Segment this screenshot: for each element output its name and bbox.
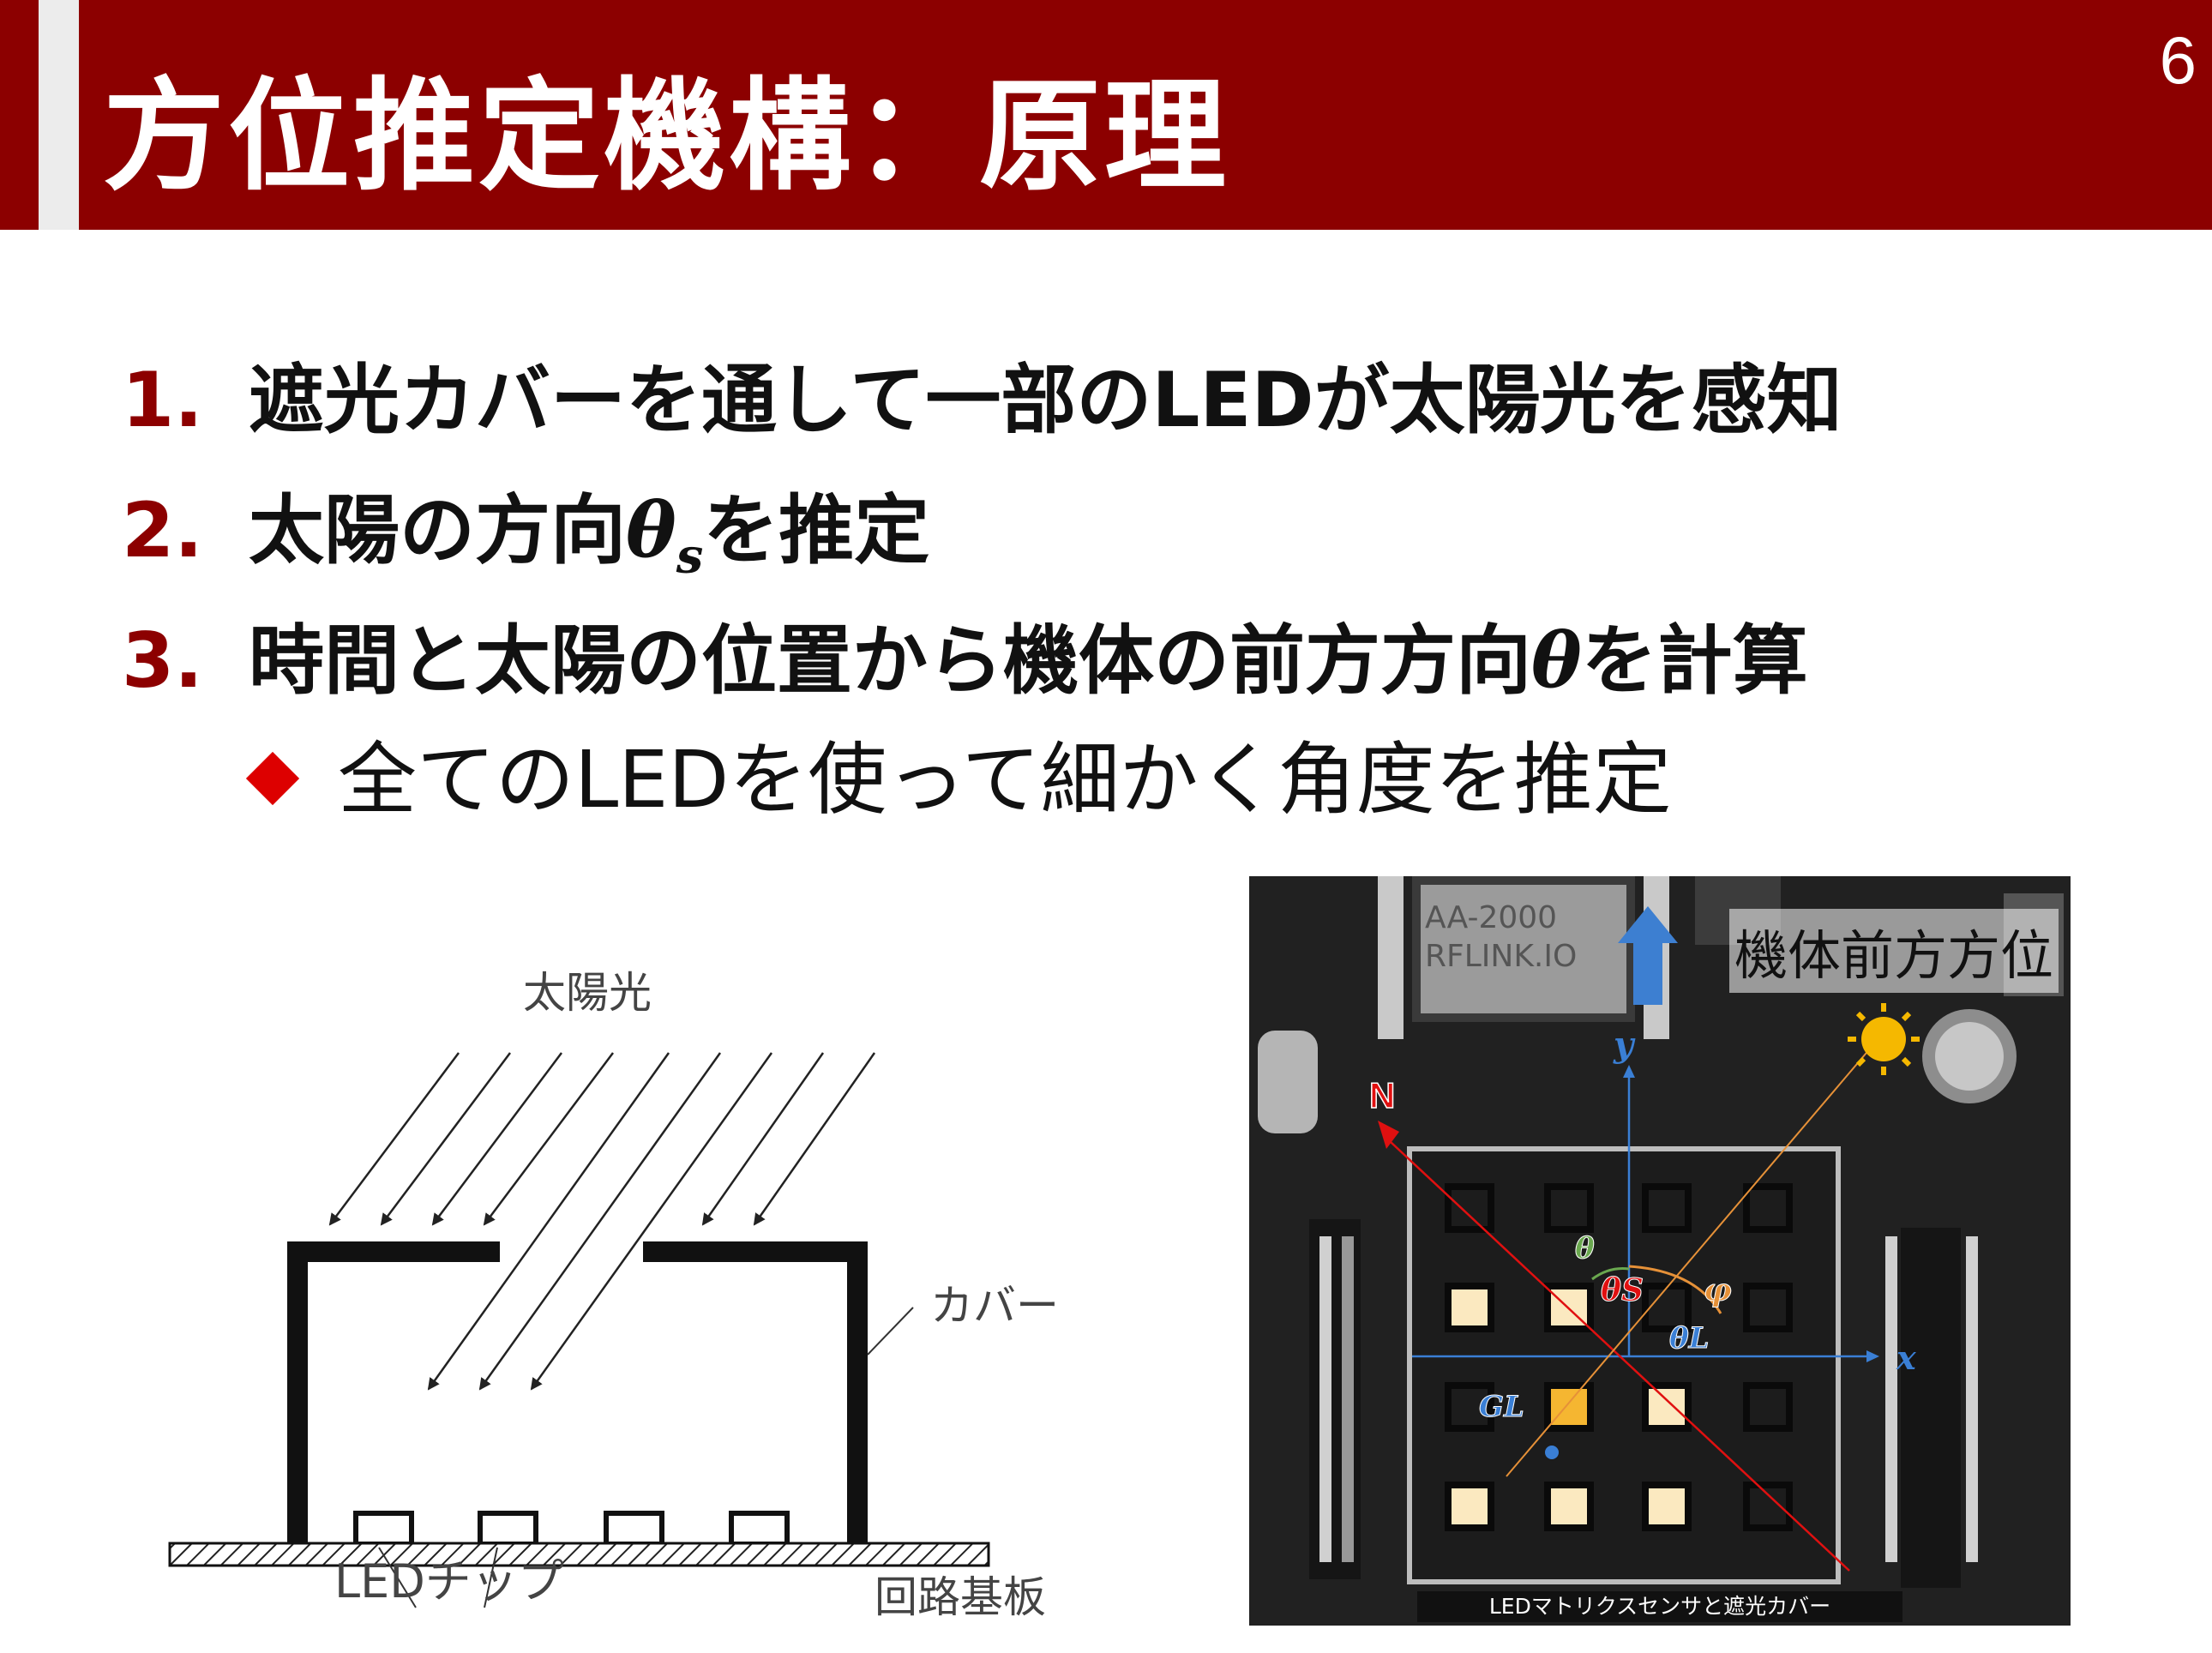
theta-s-label: θS <box>1601 1272 1644 1308</box>
sun-rays <box>328 1052 876 1391</box>
ic-pins <box>1319 1236 1978 1562</box>
led-cell <box>1445 1382 1494 1432</box>
led-chips <box>353 1511 790 1547</box>
led-cell <box>1743 1183 1793 1233</box>
sun-ray <box>701 1052 825 1226</box>
rf-module-label <box>1421 885 1626 1013</box>
label-led-chip: LEDチップ <box>334 1554 564 1608</box>
board-text-1: AA-2000 <box>1425 900 1557 935</box>
sun-ray <box>753 1052 876 1226</box>
math-theta-s: θs <box>626 485 704 585</box>
page-number: 6 <box>2159 22 2197 98</box>
photo-title: 機体前方方位 <box>1728 909 2059 993</box>
list-text-3a: 時間と太陽の位置から機体の前方方向 <box>249 616 1532 705</box>
screw <box>1935 1022 2004 1091</box>
led-cell <box>1743 1482 1793 1531</box>
board-text-2: RFLINK.IO <box>1425 939 1577 974</box>
sun-ray <box>427 1052 670 1391</box>
led-chip <box>604 1511 664 1547</box>
phi-arc <box>1628 1265 1722 1314</box>
list-item-3: 3. 時間と太陽の位置から機体の前方方向θを計算 <box>122 600 1808 709</box>
list-item-1: 1. 遮光カバーを通して一部のLEDが太陽光を感知 <box>122 340 1842 448</box>
sun-ray <box>328 1052 460 1226</box>
axis-y-label: y <box>1613 1025 1636 1065</box>
label-sunlight: 太陽光 <box>523 968 652 1018</box>
side-ic-right <box>1901 1228 1961 1588</box>
led-cell-lit <box>1445 1283 1494 1332</box>
sub-bullet: 全てのLEDを使って細かく角度を推定 <box>242 716 1672 830</box>
north-arrow-icon <box>1378 1121 1399 1149</box>
sub-bullet-text: 全てのLEDを使って細かく角度を推定 <box>338 734 1672 826</box>
led-cell <box>1544 1183 1594 1233</box>
led-cell <box>1445 1183 1494 1233</box>
slide-title: 方位推定機構：原理 <box>103 66 1229 207</box>
led-cell <box>1642 1183 1692 1233</box>
sun-ray <box>478 1052 722 1391</box>
led-pointer-line <box>484 1547 498 1608</box>
gl-point <box>1545 1446 1559 1459</box>
math-theta: θ <box>1531 616 1582 705</box>
north-line <box>1390 1141 1850 1572</box>
light-shield-cover <box>287 1241 868 1543</box>
sun-ray <box>483 1052 614 1226</box>
sun-direction-line <box>1506 1047 1872 1477</box>
list-number-3: 3. <box>122 616 203 705</box>
led-matrix-photo: AA-2000 RFLINK.IO <box>1249 876 2071 1626</box>
led-cell-lit <box>1642 1482 1692 1531</box>
led-pointer-line <box>378 1547 417 1608</box>
led-cell-lit <box>1544 1482 1594 1531</box>
sun-ray <box>530 1052 773 1391</box>
led-chip <box>729 1511 790 1547</box>
list-text-2a: 太陽の方向 <box>249 486 627 574</box>
diamond-bullet-icon <box>245 751 300 805</box>
cover-pointer-line <box>867 1307 914 1355</box>
phi-label: φ <box>1704 1272 1732 1308</box>
photo-caption: LEDマトリクスセンサと遮光カバー <box>1417 1591 1902 1622</box>
led-cell-bright <box>1544 1382 1594 1432</box>
led-matrix <box>1445 1183 1793 1531</box>
list-number-1: 1. <box>122 356 203 444</box>
north-label: N <box>1369 1075 1395 1115</box>
led-cell-lit <box>1445 1482 1494 1531</box>
cover-cross-section-diagram: 太陽光 カバー 回路基板 <box>168 968 1059 1620</box>
list-text-3b: を計算 <box>1581 616 1808 705</box>
title-accent-stripe <box>39 0 79 230</box>
list-item-2: 2. 太陽の方向θsを推定 <box>122 470 929 585</box>
circuit-board <box>168 1542 990 1567</box>
y-axis-arrow-icon <box>1623 1065 1635 1078</box>
axis-x-label: x <box>1896 1338 1917 1377</box>
led-cell <box>1743 1283 1793 1332</box>
pin-header <box>1378 876 1404 1039</box>
led-chip <box>478 1511 538 1547</box>
list-number-2: 2. <box>122 486 203 574</box>
x-axis-arrow-icon <box>1866 1350 1879 1362</box>
title-bar: 方位推定機構：原理 6 <box>0 0 2212 230</box>
sun-ray <box>431 1052 562 1226</box>
label-board: 回路基板 <box>875 1572 1046 1620</box>
led-cell-lit <box>1642 1382 1692 1432</box>
theta-l-label: θL <box>1669 1321 1710 1355</box>
led-cell <box>1743 1382 1793 1432</box>
photo-illustration: AA-2000 RFLINK.IO <box>1249 876 2071 1626</box>
theta-arc <box>1591 1267 1630 1281</box>
list-text-1: 遮光カバーを通して一部のLEDが太陽光を感知 <box>249 356 1842 444</box>
led-cell <box>1642 1283 1692 1332</box>
label-cover: カバー <box>930 1281 1059 1331</box>
gl-label: GL <box>1479 1390 1524 1424</box>
theta-label: θ <box>1575 1231 1595 1265</box>
capacitor <box>1258 1031 1318 1133</box>
led-chip <box>353 1511 414 1547</box>
sun-ray <box>380 1052 511 1226</box>
forward-arrow-icon <box>1618 906 1678 1005</box>
sun-icon <box>1848 1003 1920 1075</box>
list-text-2b: を推定 <box>703 486 930 574</box>
